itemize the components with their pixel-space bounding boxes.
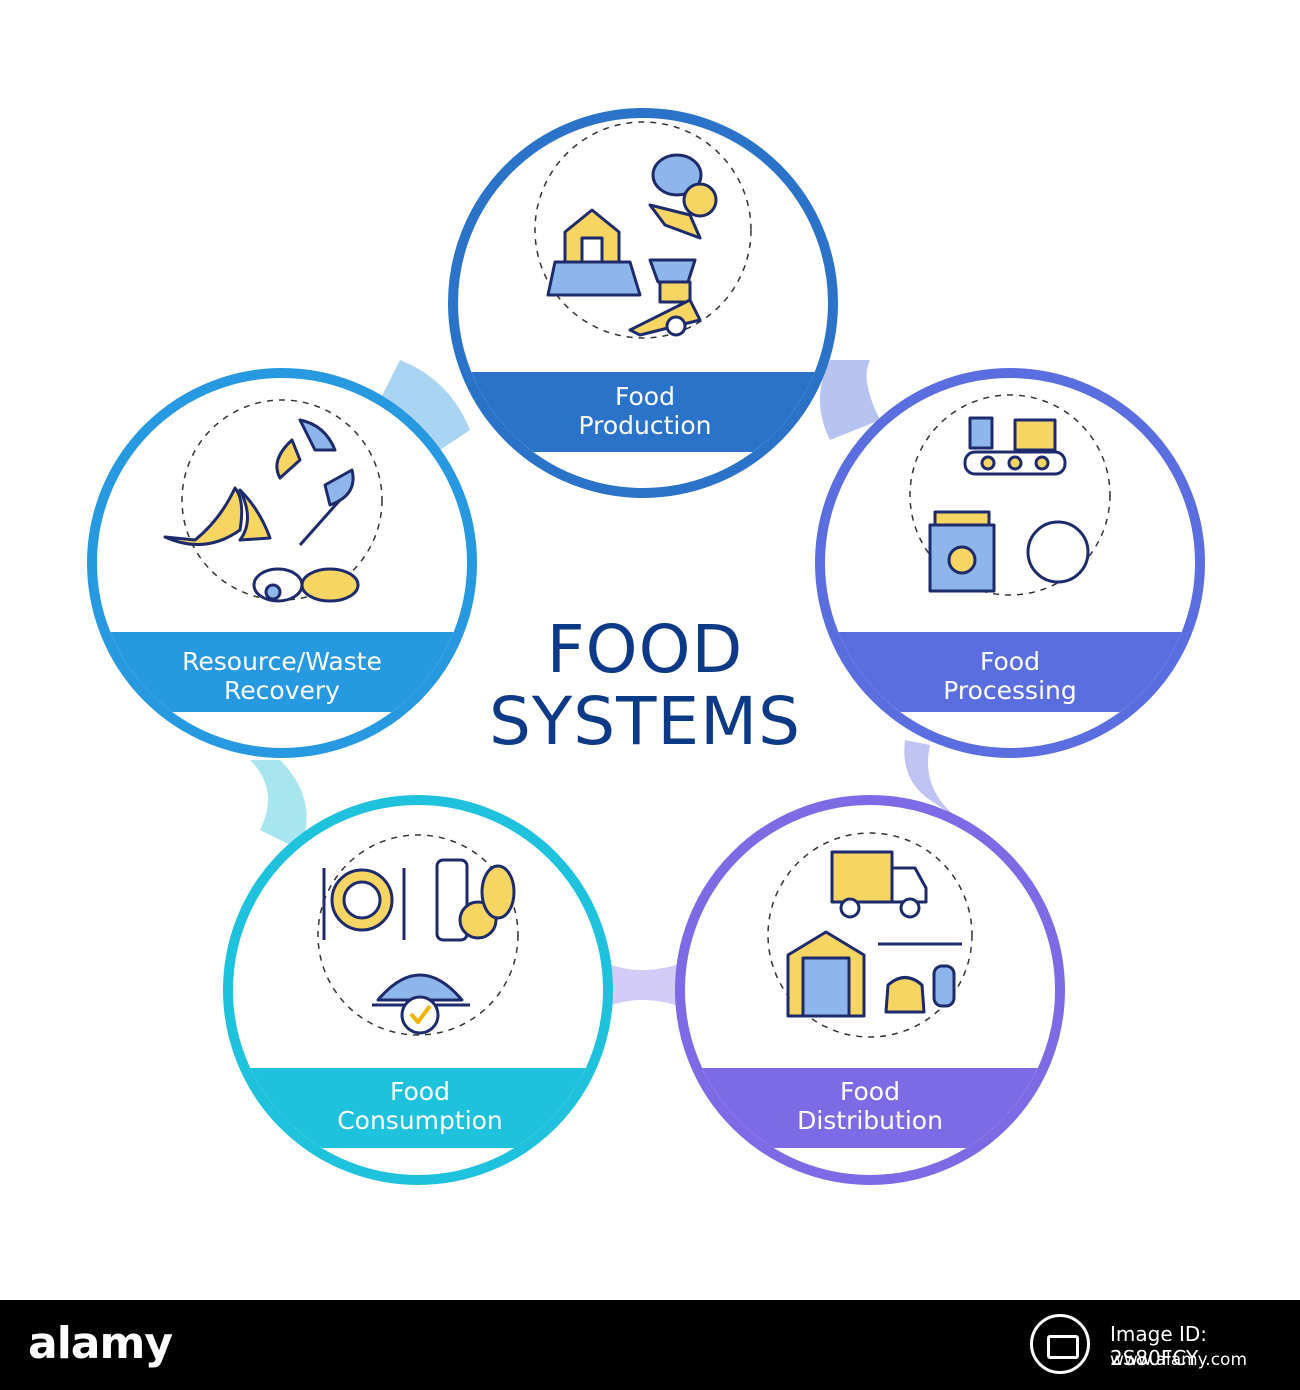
stage-food-production: Food Production (448, 108, 838, 498)
stage-line1: Food (390, 1077, 450, 1106)
stage-line1: Food (615, 382, 675, 411)
factory-processing-icon (928, 416, 1090, 593)
stage-line1: Food (980, 647, 1040, 676)
stage-line2: Consumption (337, 1106, 503, 1135)
farm-harvest-icon (546, 153, 718, 337)
food-systems-diagram: Food Production Food Processing (87, 108, 1205, 1185)
stock-url-text: www.alamy.com (1110, 1350, 1248, 1370)
recycle-compost-icon (163, 418, 360, 603)
stage-line2: Distribution (797, 1106, 943, 1135)
stage-line2: Production (578, 411, 711, 440)
stage-resource-waste-recovery: Resource/Waste Recovery (87, 368, 477, 758)
dining-plate-icon (322, 858, 516, 1035)
diagram-title-line2: SYSTEMS (489, 683, 801, 760)
diagram-title-line1: FOOD (547, 611, 744, 688)
camera-logo-icon (1030, 1314, 1090, 1374)
stage-line2: Recovery (224, 676, 340, 705)
stage-line1: Food (840, 1077, 900, 1106)
image-id-text: Image ID: 2S80FCY (1110, 1322, 1208, 1370)
stage-food-processing: Food Processing (815, 368, 1205, 758)
stage-food-consumption: Food Consumption (223, 795, 613, 1185)
brand-logo: alamy (28, 1318, 173, 1369)
stage-food-distribution: Food Distribution (675, 795, 1065, 1185)
stage-line2: Processing (943, 676, 1077, 705)
ring-connectors (250, 360, 960, 1010)
stage-line1: Resource/Waste (182, 647, 382, 676)
stock-footer-bar: alamy Image ID: 2S80FCY www.alamy.com (0, 1300, 1300, 1390)
delivery-warehouse-icon (786, 850, 962, 1018)
